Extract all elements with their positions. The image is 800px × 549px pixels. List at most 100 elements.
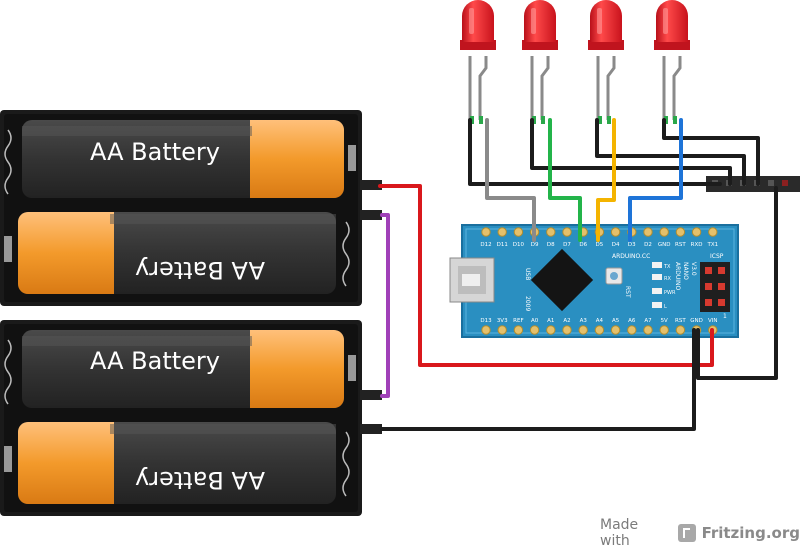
usb-connector-icon	[449, 257, 495, 303]
top-pin-label: D9	[531, 242, 539, 248]
top-pin-label: D10	[513, 242, 525, 248]
version-label: V3.0	[690, 262, 697, 276]
wire-yellow-led3	[596, 118, 616, 242]
board-pin-top	[497, 227, 507, 237]
board-pin-top	[610, 227, 621, 237]
rst-label: RST	[624, 286, 631, 298]
board-pin-bottom	[610, 325, 621, 335]
board-pin-top	[643, 227, 653, 237]
aa-battery-cell: AA Battery	[18, 212, 336, 294]
wire-blue-led4	[628, 118, 683, 242]
board-pin-bottom	[513, 325, 524, 335]
battery-holder-top: AA Battery AA Battery	[0, 110, 382, 306]
battery-label: AA Battery	[135, 466, 265, 494]
bottom-pin-label: 5V	[661, 318, 668, 324]
board-pin-bottom	[481, 325, 491, 335]
bottom-pin-label: A0	[531, 318, 539, 324]
model-line2: NANO	[682, 262, 689, 280]
bottom-pin-label: A3	[580, 318, 588, 324]
board-pin-bottom	[675, 325, 686, 335]
fritzing-credit: Made with Fritzing.org	[600, 517, 800, 549]
board-pin-top	[546, 227, 556, 237]
top-pin-label: D7	[563, 242, 571, 248]
board-pin-top	[562, 227, 572, 237]
wire-black-led1	[468, 118, 722, 186]
aa-battery-cell: AA Battery	[22, 330, 344, 408]
board-led-pwr	[652, 288, 662, 294]
board-pin-top	[481, 227, 491, 237]
bottom-pin-label: A5	[612, 318, 620, 324]
led-pwr-label: PWR	[664, 290, 676, 296]
bottom-pin-label: A2	[563, 318, 570, 324]
battery-label: AA Battery	[90, 138, 220, 166]
battery-holder-bottom: AA Battery AA Battery	[0, 320, 382, 516]
board-pin-bottom	[659, 325, 669, 335]
aa-battery-cell: AA Battery	[18, 422, 336, 504]
bottom-pin-label: A4	[596, 318, 604, 324]
led-rx-label: RX	[664, 276, 671, 282]
icsp-header	[700, 262, 730, 312]
top-pin-label: TX1	[706, 242, 718, 248]
board-pin-bottom	[594, 325, 605, 335]
bottom-pin-label: REF	[513, 318, 523, 324]
board-led-tx	[652, 262, 662, 268]
board-pin-top	[659, 227, 669, 237]
top-pin-label: D4	[612, 242, 620, 248]
wire-black-led2	[530, 118, 732, 186]
wire-black-gnd-header	[696, 186, 778, 380]
top-pin-label: D2	[644, 242, 652, 248]
bottom-pin-label: D13	[480, 318, 492, 324]
board-led-l	[652, 302, 662, 308]
bottom-pin-label: GND	[690, 318, 703, 324]
top-pin-label: RST	[675, 242, 686, 248]
red-led	[654, 0, 690, 124]
top-pin-label: D11	[497, 242, 508, 248]
board-pin-bottom	[643, 325, 653, 335]
made-with-text: Made with	[600, 517, 639, 549]
top-pin-label: RXD	[691, 242, 703, 248]
top-pin-label: D12	[480, 242, 491, 248]
bottom-pin-label: A7	[644, 318, 652, 324]
bottom-pin-label: 3V3	[497, 318, 508, 324]
top-pin-label: GND	[658, 242, 671, 248]
microcontroller-chip-icon	[530, 248, 594, 312]
model-line1: ARDUINO	[674, 262, 681, 291]
board-pin-bottom	[627, 325, 637, 335]
bottom-pin-label: A1	[547, 318, 554, 324]
wire-black-led4	[662, 118, 760, 186]
board-pin-bottom	[562, 325, 572, 335]
led-l-label: L	[664, 304, 667, 310]
led-tx-label: TX	[663, 264, 671, 270]
wire-green-led2	[548, 118, 582, 242]
board-pin-bottom	[529, 325, 540, 335]
board-pin-bottom	[497, 325, 507, 335]
wire-red-battery-vin	[378, 184, 714, 367]
board-led-rx	[652, 274, 662, 280]
aa-battery-cell: AA Battery	[22, 120, 344, 198]
board-pin-top	[708, 227, 718, 237]
bottom-pin-label: A6	[628, 318, 636, 324]
wire-gray-led1	[485, 118, 536, 242]
icsp-pin1-label: 1	[723, 313, 727, 320]
year-label: 2009	[524, 296, 531, 311]
fritzing-logo-icon	[677, 524, 696, 542]
wire-black-battery-gnd	[380, 328, 696, 431]
top-pin-label: D5	[596, 242, 604, 248]
board-pin-top	[675, 227, 686, 237]
red-led	[460, 0, 496, 124]
wire-black-led3	[595, 118, 746, 186]
board-pin-top	[513, 227, 524, 237]
top-pin-label: D3	[628, 242, 636, 248]
wire-purple-battery-link	[380, 213, 390, 398]
board-pin-bottom	[578, 325, 588, 335]
top-pin-label: D8	[547, 242, 555, 248]
battery-label: AA Battery	[90, 347, 220, 375]
board-pin-top	[691, 227, 702, 237]
bottom-pin-label: RST	[675, 318, 686, 324]
usb-label: USB	[524, 268, 531, 280]
icsp-label: ICSP	[710, 253, 724, 260]
battery-label: AA Battery	[135, 256, 265, 284]
board-pin-bottom	[546, 325, 556, 335]
